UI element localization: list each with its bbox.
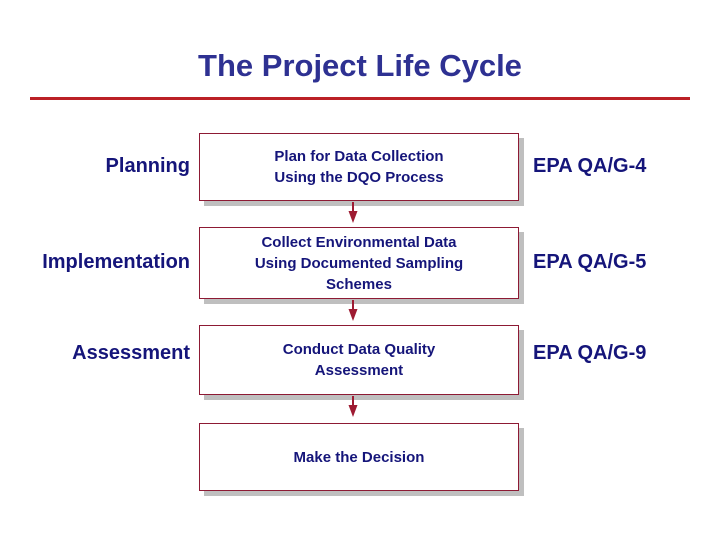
document-label-qa-g9: EPA QA/G-9 xyxy=(533,342,647,364)
flow-box-plan-data-collection: Plan for Data Collection Using the DQO P… xyxy=(199,133,519,201)
document-label-qa-g4: EPA QA/G-4 xyxy=(533,155,647,177)
phase-label-assessment: Assessment xyxy=(72,342,190,364)
flow-box-label: Plan for Data Collection Using the DQO P… xyxy=(274,148,444,186)
page-title: The Project Life Cycle xyxy=(198,48,522,83)
flow-box-label: Make the Decision xyxy=(293,448,425,466)
document-label-qa-g5: EPA QA/G-5 xyxy=(533,251,647,273)
phase-label-implementation: Implementation xyxy=(42,251,190,273)
title-divider xyxy=(30,97,690,100)
flow-box-collect-environmental-data: Collect Environmental Data Using Documen… xyxy=(199,227,519,299)
flow-box-conduct-data-quality-assessment: Conduct Data Quality Assessment xyxy=(199,325,519,395)
flow-box-make-the-decision: Make the Decision xyxy=(199,423,519,491)
arrow-down-icon xyxy=(347,396,359,418)
arrow-down-icon xyxy=(347,202,359,224)
flow-box-label: Conduct Data Quality Assessment xyxy=(282,341,436,379)
phase-label-planning: Planning xyxy=(105,155,190,177)
arrow-down-icon xyxy=(347,300,359,322)
flow-box-label: Collect Environmental Data Using Documen… xyxy=(254,233,464,293)
